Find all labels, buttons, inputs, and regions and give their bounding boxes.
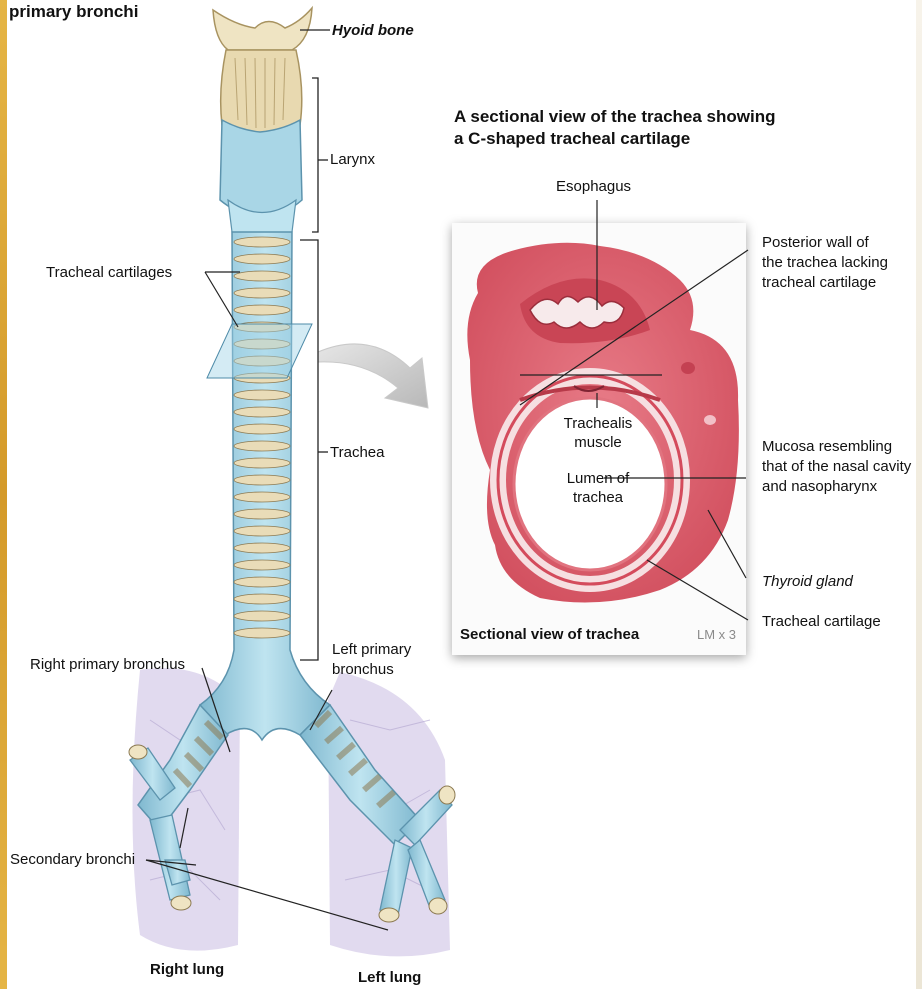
label-trachealis-1: Trachealis [548,414,648,433]
label-posterior-3: tracheal cartilage [762,273,876,292]
label-mucosa-1: Mucosa resembling [762,437,892,456]
label-right-lung: Right lung [150,960,224,979]
tracheal-ring [234,509,290,519]
section-title-line1: A sectional view of the trachea showing [454,106,776,128]
label-tracheal-cartilage: Tracheal cartilage [762,612,881,631]
label-lumen-2: trachea [548,488,648,507]
tracheal-ring [234,543,290,553]
label-lumen-1: Lumen of [548,469,648,488]
tracheal-ring [234,390,290,400]
tracheal-ring [234,305,290,315]
label-mucosa-3: and nasopharynx [762,477,877,496]
tracheal-ring [234,237,290,247]
tracheal-ring [234,492,290,502]
tracheal-ring [234,594,290,604]
label-trachea: Trachea [330,443,384,462]
tracheal-ring [234,407,290,417]
tracheal-ring [234,271,290,281]
micrograph-caption: Sectional view of trachea [460,626,639,643]
label-lumen: Lumen of trachea [548,469,648,507]
section-title: A sectional view of the trachea showing … [454,106,776,150]
label-tracheal-cartilages: Tracheal cartilages [46,263,172,282]
tracheal-ring [234,424,290,434]
label-right-primary-bronchus: Right primary bronchus [30,655,185,674]
section-arrow [318,344,428,408]
label-thyroid-gland: Thyroid gland [762,572,853,591]
section-plane [207,324,312,378]
section-title-line2: a C-shaped tracheal cartilage [454,128,776,150]
header-title: primary bronchi [9,2,138,22]
tracheal-ring [234,458,290,468]
tracheal-ring [234,526,290,536]
label-mucosa-2: that of the nasal cavity [762,457,911,476]
label-posterior-1: Posterior wall of [762,233,869,252]
label-left-lung: Left lung [358,968,421,987]
label-trachealis-muscle: Trachealis muscle [548,414,648,452]
label-hyoid-bone: Hyoid bone [332,21,414,40]
tracheal-ring [234,288,290,298]
label-larynx: Larynx [330,150,375,169]
label-left-primary-1: Left primary [332,640,411,659]
label-secondary-bronchi: Secondary bronchi [10,850,135,869]
label-trachealis-2: muscle [548,433,648,452]
micrograph-magnification: LM x 3 [697,627,736,642]
label-posterior-2: the trachea lacking [762,253,888,272]
tracheal-ring [234,475,290,485]
label-left-primary-2: bronchus [332,660,394,679]
tracheal-ring [234,628,290,638]
tracheal-ring [234,577,290,587]
tracheal-ring [234,611,290,621]
hyoid-bone-shape [213,8,312,50]
tracheal-ring [234,560,290,570]
tracheal-ring [234,254,290,264]
label-esophagus: Esophagus [556,177,631,196]
tracheal-ring [234,441,290,451]
